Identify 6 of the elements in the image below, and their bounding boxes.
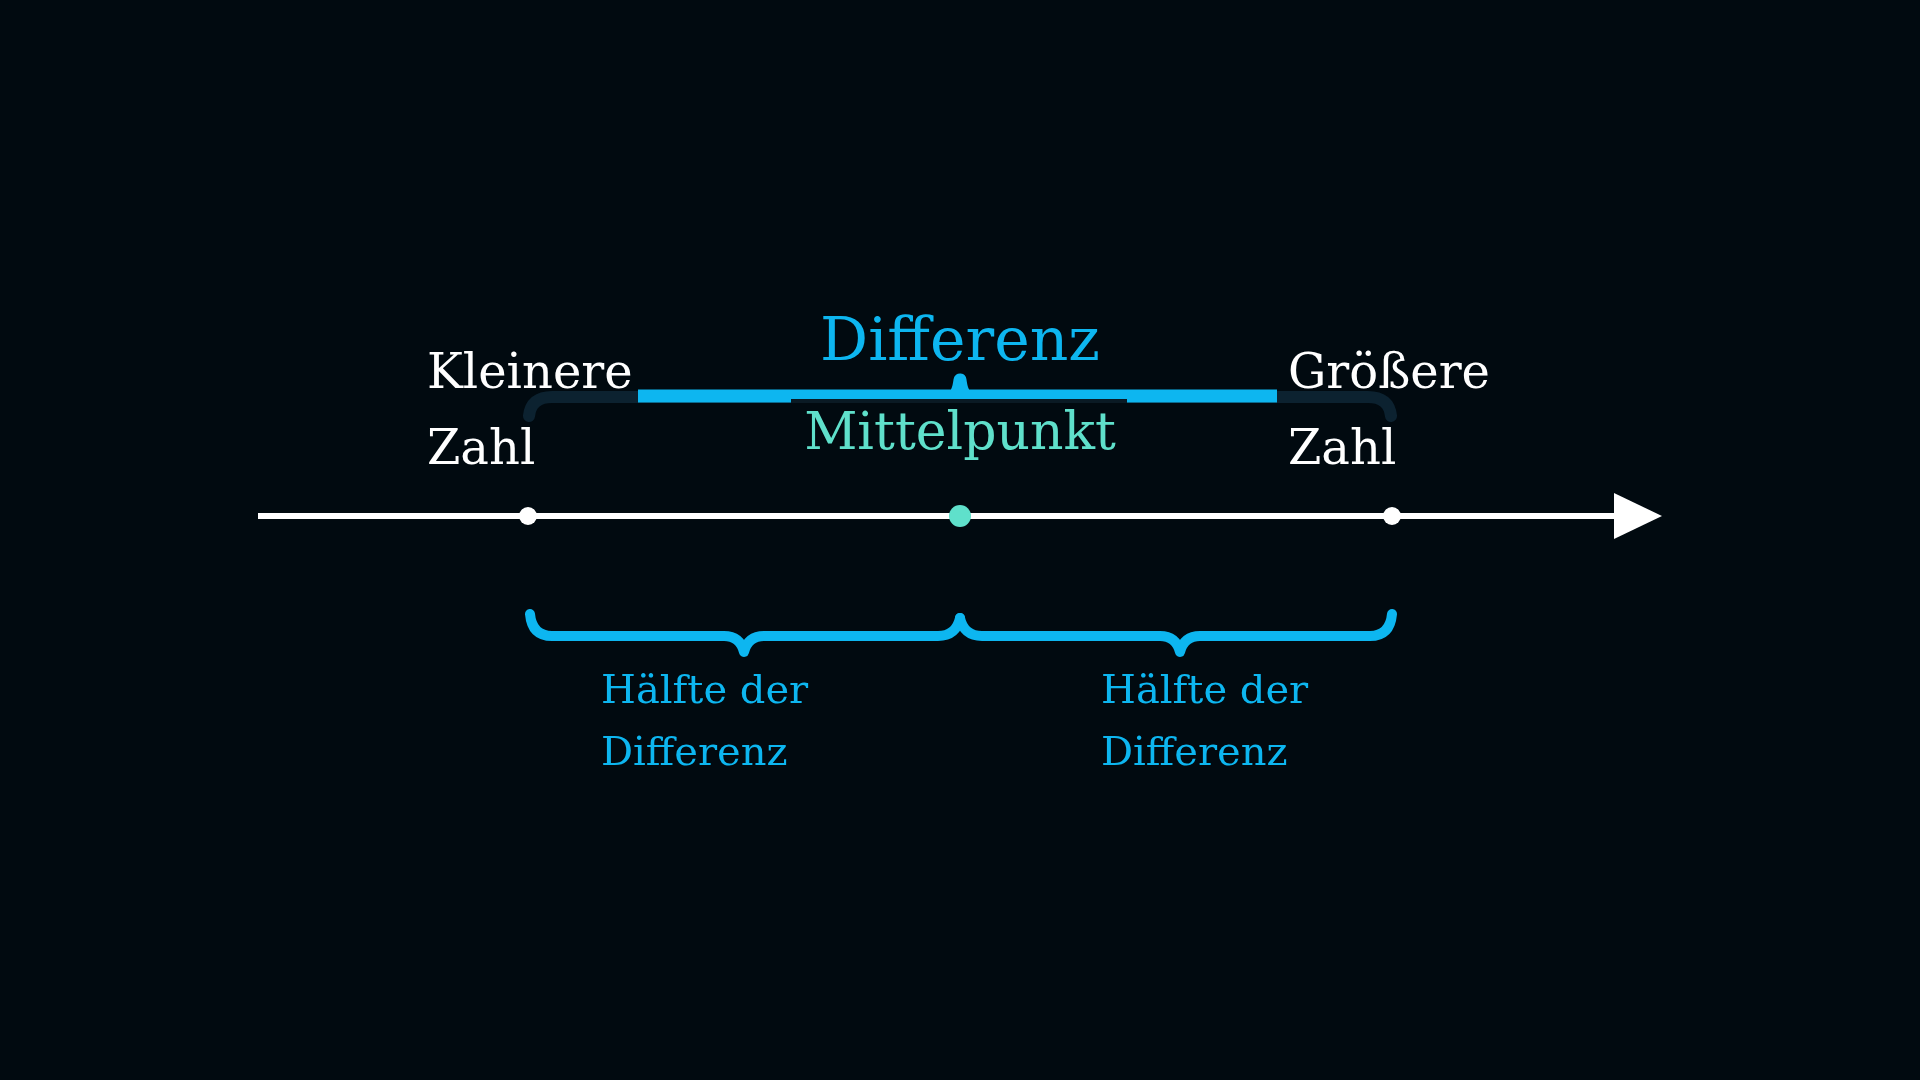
midpoint-label: Mittelpunkt [804,403,1116,459]
half-difference-label: Hälfte der Differenz [601,665,810,776]
endpoint-label: Kleinere Zahl [427,342,633,477]
half-difference-label: Hälfte der Differenz [1101,665,1310,776]
endpoint-label: Größere Zahl [1288,342,1490,477]
difference-label: Differenz [820,306,1100,372]
